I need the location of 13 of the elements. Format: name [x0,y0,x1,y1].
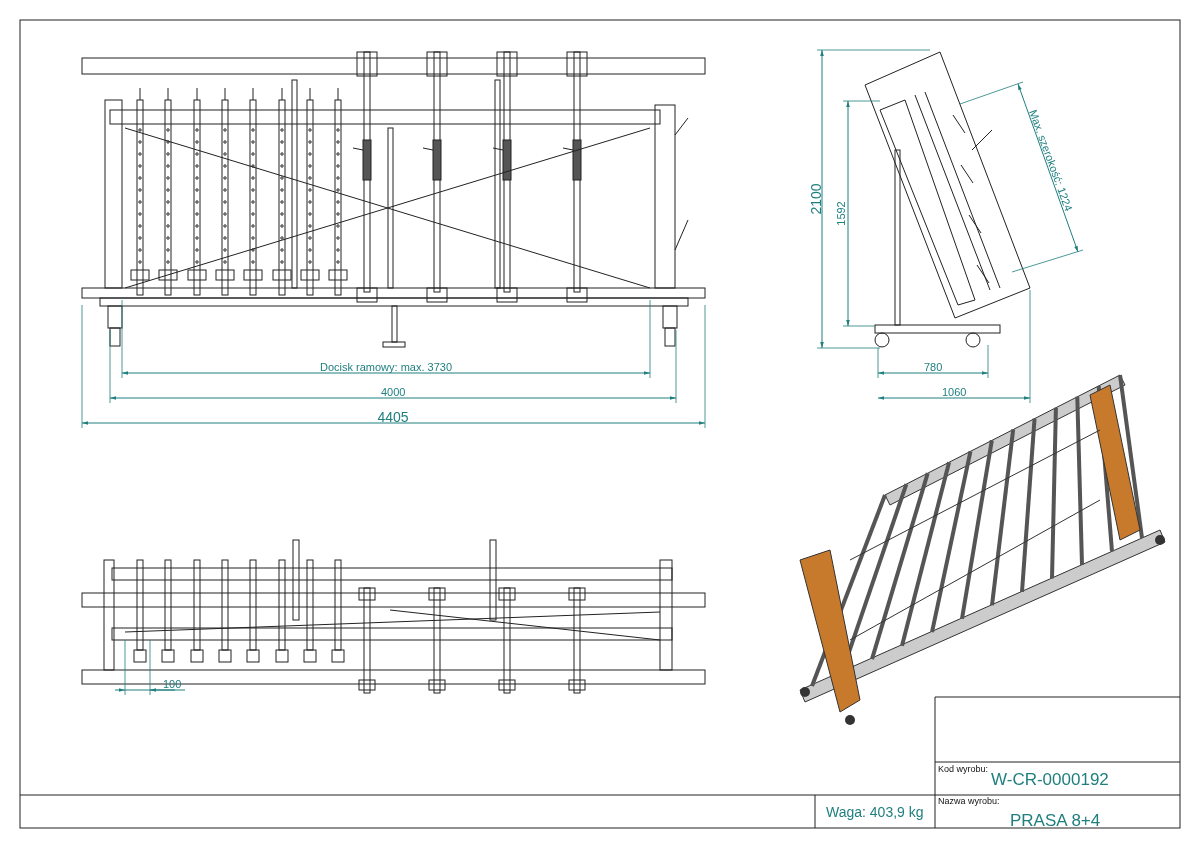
dimension-label: 100 [163,678,182,690]
dimension-label: 2100 [808,183,823,215]
dimension-label: Docisk ramowy: max. 3730 [320,361,453,373]
dimension-label: 1592 [835,200,847,226]
field-label: Nazwa wyrobu: [938,797,1000,806]
field-label: Kod wyrobu: [938,765,989,774]
weight-text: Waga: 403,9 kg [826,805,924,819]
product-code: W-CR-0000192 [991,770,1109,788]
dimension-label: 4000 [381,386,406,398]
dimension-label: 1060 [942,386,967,398]
product-name: PRASA 8+4 [1010,811,1101,829]
dimension-label: 780 [924,361,943,373]
dimension-label: 4405 [377,410,409,424]
